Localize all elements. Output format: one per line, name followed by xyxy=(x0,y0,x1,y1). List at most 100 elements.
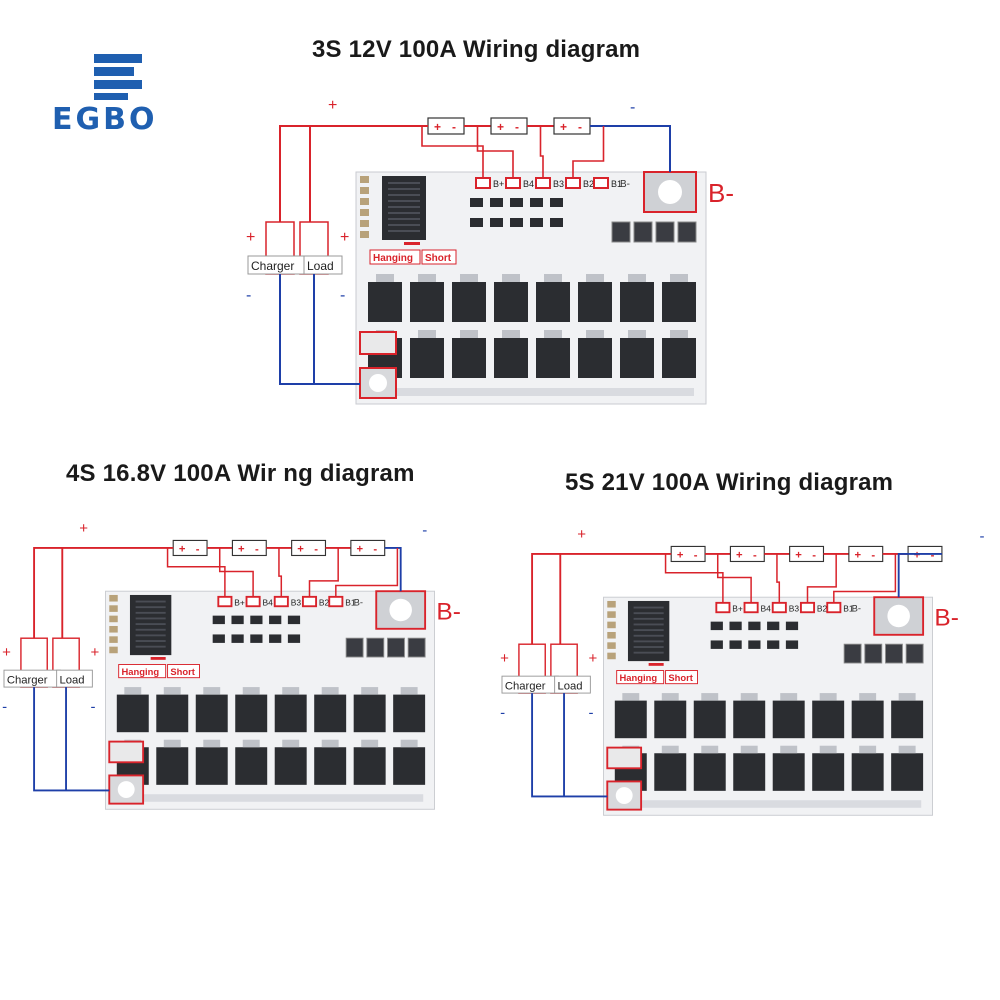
load-label: Load xyxy=(59,674,84,686)
balance-tap-wire xyxy=(833,553,897,603)
diagram-title-3s: 3S 12V 100A Wiring diagram xyxy=(312,36,641,63)
negative-rail xyxy=(384,547,402,592)
cell-minus-sign: - xyxy=(694,550,698,562)
tap-label: B3 xyxy=(553,179,564,189)
edge-pad xyxy=(109,615,118,623)
rail-minus-sign: - xyxy=(630,99,635,116)
control-ic xyxy=(627,600,670,662)
p-minus-hole xyxy=(117,781,135,798)
load-label: Load xyxy=(307,259,334,273)
load-plus-sign: + xyxy=(90,644,99,661)
tap-pad xyxy=(715,601,731,614)
mosfet-tab xyxy=(701,693,719,701)
mosfet-tab xyxy=(460,330,478,338)
mosfet xyxy=(393,694,426,733)
smd-resistor xyxy=(510,198,523,207)
cell-plus-sign: + xyxy=(795,550,802,562)
shunt-resistor xyxy=(345,637,364,658)
mosfet-tab xyxy=(361,739,379,748)
p-minus-hole xyxy=(615,787,633,804)
control-ic xyxy=(129,594,172,656)
balance-tap-wire xyxy=(218,547,254,597)
mosfet xyxy=(452,338,486,378)
charger-plus-sign: + xyxy=(2,644,11,661)
mosfet-tab xyxy=(460,274,478,282)
mosfet-tab xyxy=(740,693,758,701)
mosfet-tab xyxy=(203,687,221,695)
cell-minus-sign: - xyxy=(871,550,875,562)
mosfet xyxy=(195,694,228,733)
mosfet-tab xyxy=(670,330,688,338)
mosfet xyxy=(368,282,402,322)
ic-pin xyxy=(388,224,420,226)
mosfet-tab xyxy=(163,739,181,748)
mosfet-tab xyxy=(819,745,837,754)
solder-strip xyxy=(368,388,694,396)
ic-pin xyxy=(135,606,166,609)
tap-label: B4 xyxy=(523,179,534,189)
smd-resistor xyxy=(250,634,263,643)
mosfet xyxy=(536,338,570,378)
mosfet xyxy=(733,753,766,791)
tap-label: B2 xyxy=(319,597,330,607)
negative-rail xyxy=(897,553,942,598)
edge-pad xyxy=(109,625,118,633)
tap-label: B+ xyxy=(234,597,245,607)
mosfet-tab xyxy=(282,687,300,695)
load-label: Load xyxy=(557,680,582,692)
ic-pin xyxy=(135,645,166,648)
edge-pad xyxy=(360,198,369,205)
tap-label: B4 xyxy=(761,603,772,613)
hanging-label: Hanging xyxy=(373,253,413,264)
load-minus-sign: - xyxy=(340,287,345,304)
ic-pin xyxy=(388,206,420,208)
cell-plus-sign: + xyxy=(677,550,684,562)
ic-pin xyxy=(135,600,166,603)
balance-tap-wire xyxy=(335,547,399,597)
cell-minus-sign: - xyxy=(515,120,519,134)
tap-pad xyxy=(475,177,491,189)
shunt-resistor xyxy=(905,643,924,664)
ic-pin xyxy=(633,612,664,615)
mosfet-tab xyxy=(502,274,520,282)
tap-label: B+ xyxy=(732,603,743,613)
charger-minus-sign: - xyxy=(500,705,505,722)
mosfet-tab xyxy=(242,687,260,695)
edge-pad xyxy=(109,636,118,643)
ic-pin xyxy=(135,634,166,637)
smd-resistor xyxy=(269,615,282,625)
b-minus-small-label: B- xyxy=(620,179,630,190)
smd-resistor xyxy=(748,640,761,649)
mosfet xyxy=(235,694,268,733)
smd-resistor xyxy=(470,198,483,207)
cell-minus-sign: - xyxy=(578,120,582,134)
mosfet xyxy=(274,747,307,785)
balance-tap-wire xyxy=(776,553,781,603)
mosfet-tab xyxy=(502,330,520,338)
ic-pin xyxy=(135,617,166,620)
tap-pad xyxy=(593,177,609,189)
mosfet-tab xyxy=(622,693,640,701)
mosfet xyxy=(494,282,528,322)
tap-pad xyxy=(217,595,233,608)
smd-resistor xyxy=(510,218,523,227)
balance-tap-wire xyxy=(716,553,752,603)
ic-pin xyxy=(633,640,664,643)
tap-label: B1 xyxy=(843,603,854,613)
hanging-box xyxy=(118,664,167,679)
mosfet xyxy=(353,747,386,785)
smd-resistor xyxy=(767,640,780,649)
mosfet-tab xyxy=(661,745,679,754)
tap-label: B1 xyxy=(611,179,622,189)
cell-plus-sign: + xyxy=(736,550,743,562)
cell-plus-sign: + xyxy=(179,544,186,556)
smd-resistor xyxy=(550,198,563,207)
shunt-resistor xyxy=(366,637,385,658)
mosfet-tab xyxy=(400,687,418,695)
charger-negative-wire xyxy=(531,693,608,798)
mosfet xyxy=(116,694,149,733)
mosfet xyxy=(578,282,612,322)
tap-pad xyxy=(771,601,787,614)
